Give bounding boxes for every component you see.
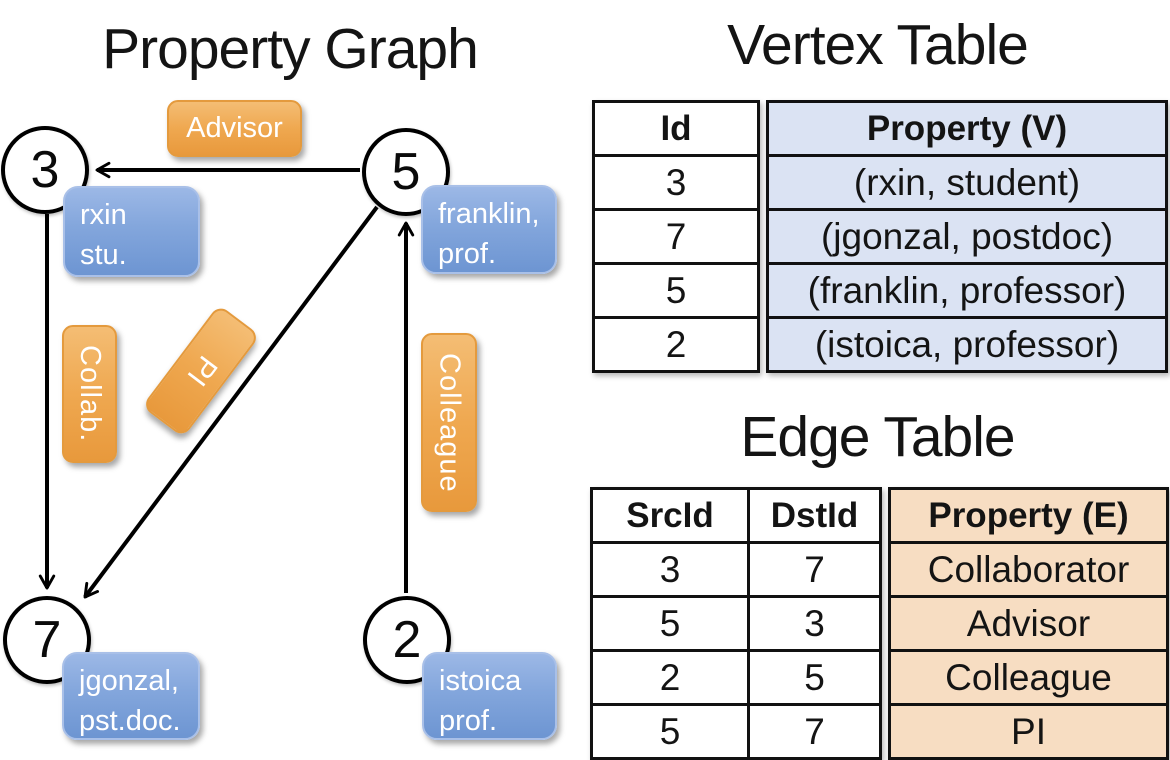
cell: (istoica, professor) bbox=[766, 316, 1168, 373]
cell: PI bbox=[888, 703, 1169, 760]
node-id: 2 bbox=[392, 611, 422, 669]
vertex-id-column: Id 3 7 5 2 bbox=[592, 100, 760, 373]
edge-label-text: Advisor bbox=[186, 112, 283, 144]
vertex-prop-line: jgonzal, bbox=[79, 665, 179, 697]
table-row: 2 5 bbox=[590, 649, 882, 706]
column-header: Id bbox=[592, 100, 760, 157]
node-id: 3 bbox=[30, 141, 60, 199]
cell: 3 bbox=[592, 154, 760, 211]
cell: 7 bbox=[592, 208, 760, 265]
cell: 5 bbox=[590, 703, 750, 760]
cell: Colleague bbox=[888, 649, 1169, 706]
edge-label-text: Colleague bbox=[433, 352, 466, 493]
column-header: Property (E) bbox=[888, 487, 1169, 544]
vertex-property-column: Property (V) (rxin, student) (jgonzal, p… bbox=[766, 100, 1168, 373]
cell: Collaborator bbox=[888, 541, 1169, 598]
edge-label-colleague: Colleague bbox=[421, 333, 477, 512]
cell: (jgonzal, postdoc) bbox=[766, 208, 1168, 265]
graph-edges-layer bbox=[38, 161, 415, 599]
edge-label-collab: Collab. bbox=[62, 325, 117, 463]
vertex-prop-line: rxin bbox=[80, 199, 127, 231]
table-row: 5 3 bbox=[590, 595, 882, 652]
column-header: DstId bbox=[747, 487, 882, 544]
cell: (franklin, professor) bbox=[766, 262, 1168, 319]
table-row: 7 bbox=[592, 208, 760, 265]
graph-node-5: 5 bbox=[362, 128, 450, 216]
edge-property-column: Property (E) Collaborator Advisor Collea… bbox=[888, 487, 1169, 760]
edge-table: SrcId DstId 3 7 5 3 2 5 5 7 Property (E)… bbox=[590, 487, 1169, 760]
cell: 5 bbox=[747, 649, 882, 706]
vertex-prop-box-3: rxin stu. bbox=[63, 186, 200, 277]
table-row: Advisor bbox=[888, 595, 1169, 652]
table-row: Collaborator bbox=[888, 541, 1169, 598]
node-id: 7 bbox=[32, 611, 62, 669]
vertex-prop-line: prof. bbox=[438, 238, 497, 270]
table-row: (rxin, student) bbox=[766, 154, 1168, 211]
property-graph-title: Property Graph bbox=[102, 17, 479, 81]
column-header: SrcId bbox=[590, 487, 750, 544]
table-row: (franklin, professor) bbox=[766, 262, 1168, 319]
table-row: 5 7 bbox=[590, 703, 882, 760]
table-row: (istoica, professor) bbox=[766, 316, 1168, 373]
table-row: PI bbox=[888, 703, 1169, 760]
cell: 3 bbox=[590, 541, 750, 598]
column-header: Property (V) bbox=[766, 100, 1168, 157]
vertex-prop-box-5: franklin, prof. bbox=[421, 185, 557, 274]
table-row: 2 bbox=[592, 316, 760, 373]
edge-label-advisor: Advisor bbox=[167, 100, 302, 157]
table-row: 3 bbox=[592, 154, 760, 211]
vertex-prop-box-2: istoica prof. bbox=[422, 652, 557, 740]
cell: (rxin, student) bbox=[766, 154, 1168, 211]
vertex-prop-line: istoica bbox=[439, 665, 522, 697]
vertex-table-title: Vertex Table bbox=[727, 13, 1029, 77]
edge-id-columns: SrcId DstId 3 7 5 3 2 5 5 7 bbox=[590, 487, 882, 760]
vertex-prop-line: pst.doc. bbox=[79, 705, 181, 737]
vertex-prop-line: stu. bbox=[80, 239, 127, 271]
table-row: (jgonzal, postdoc) bbox=[766, 208, 1168, 265]
cell: 3 bbox=[747, 595, 882, 652]
table-row: Colleague bbox=[888, 649, 1169, 706]
edge-label-text: PI bbox=[179, 349, 224, 393]
vertex-prop-line: franklin, bbox=[438, 198, 540, 230]
arrow-5-to-7 bbox=[83, 205, 379, 599]
vertex-table: Id 3 7 5 2 Property (V) (rxin, student) … bbox=[592, 100, 1168, 373]
cell: 7 bbox=[747, 703, 882, 760]
node-id: 5 bbox=[391, 143, 421, 201]
cell: Advisor bbox=[888, 595, 1169, 652]
table-row: 3 7 bbox=[590, 541, 882, 598]
cell: 5 bbox=[592, 262, 760, 319]
edge-label-text: Collab. bbox=[74, 345, 106, 443]
cell: 2 bbox=[590, 649, 750, 706]
cell: 2 bbox=[592, 316, 760, 373]
cell: 7 bbox=[747, 541, 882, 598]
graph-node-2: 2 bbox=[363, 596, 451, 684]
vertex-prop-line: prof. bbox=[439, 705, 498, 737]
vertex-prop-box-7: jgonzal, pst.doc. bbox=[62, 652, 200, 740]
edge-table-title: Edge Table bbox=[740, 405, 1015, 469]
cell: 5 bbox=[590, 595, 750, 652]
table-row: 5 bbox=[592, 262, 760, 319]
